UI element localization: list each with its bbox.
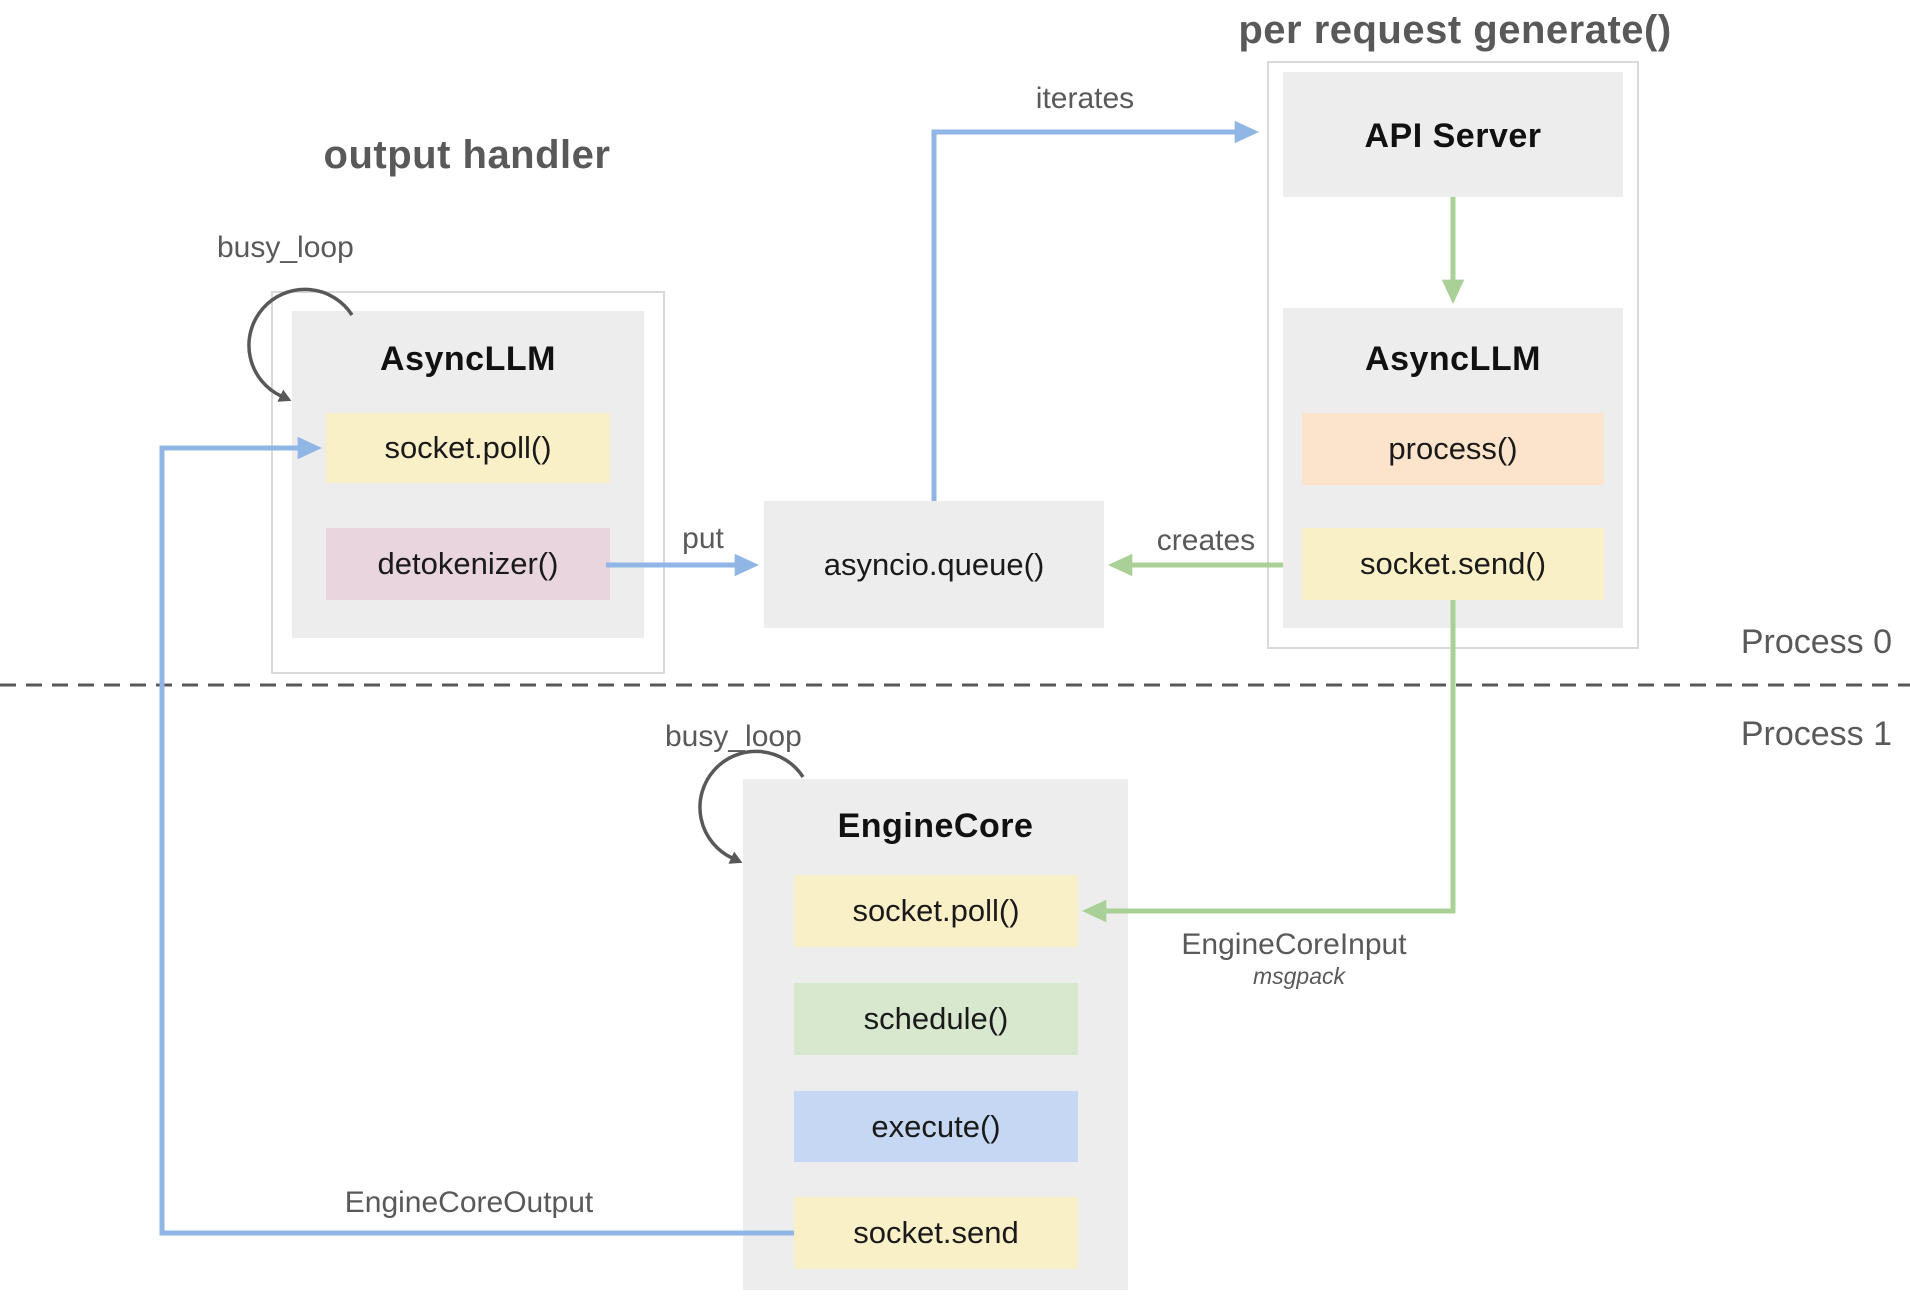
busy-loop-label-output-handler: busy_loop	[217, 231, 354, 264]
method-socket-send-core: socket.send	[794, 1197, 1078, 1269]
method-process: process()	[1302, 413, 1604, 485]
engine-core-output-label: EngineCoreOutput	[344, 1186, 594, 1219]
async-llm-right-title: AsyncLLM	[1365, 340, 1541, 378]
engine-core-input-label: EngineCoreInput	[1181, 928, 1407, 961]
creates-label: creates	[1156, 524, 1256, 557]
process-0-label: Process 0	[1740, 623, 1892, 661]
per-request-generate-title: per request generate()	[1238, 8, 1672, 52]
async-llm-right-node: AsyncLLM process() socket.send()	[1283, 308, 1623, 628]
method-socket-poll-core: socket.poll()	[794, 875, 1078, 947]
api-server-node: API Server	[1283, 72, 1623, 197]
engine-core-title: EngineCore	[837, 807, 1034, 845]
output-handler-title: output handler	[323, 133, 611, 177]
iterates-arrow	[931, 120, 1259, 501]
engine-core-node: EngineCore socket.poll() schedule() exec…	[743, 779, 1128, 1290]
process-1-label: Process 1	[1740, 715, 1892, 753]
method-detokenizer: detokenizer()	[326, 528, 610, 600]
method-socket-poll-left: socket.poll()	[326, 413, 610, 483]
iterates-label: iterates	[1035, 82, 1135, 115]
method-socket-send-right: socket.send()	[1302, 528, 1604, 600]
method-execute: execute()	[794, 1091, 1078, 1162]
async-llm-left-node: AsyncLLM socket.poll() detokenizer()	[292, 311, 644, 638]
async-llm-left-title: AsyncLLM	[380, 340, 556, 378]
method-schedule: schedule()	[794, 983, 1078, 1055]
msgpack-label: msgpack	[1252, 963, 1346, 989]
busy-loop-label-engine-core: busy_loop	[665, 720, 802, 753]
asyncio-queue-node: asyncio.queue()	[764, 501, 1104, 628]
put-label: put	[682, 522, 724, 555]
api-server-title: API Server	[1364, 117, 1542, 155]
